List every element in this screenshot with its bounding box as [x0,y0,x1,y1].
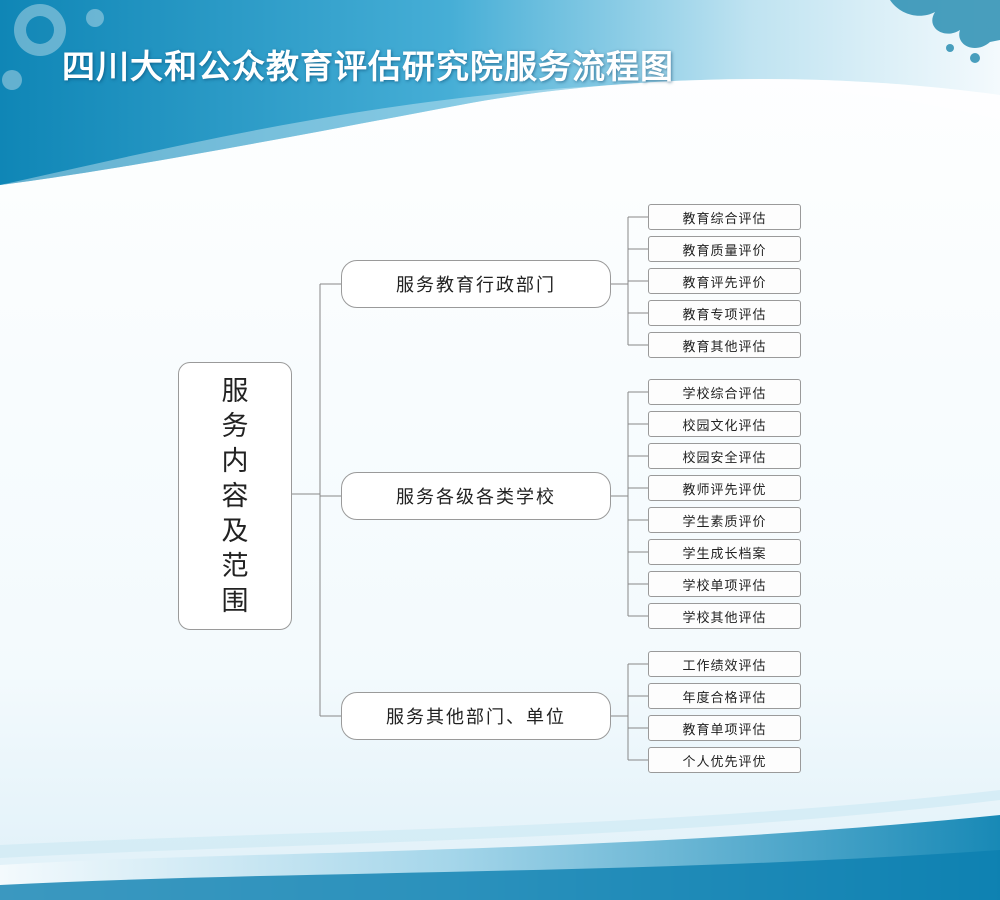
leaf-node: 教师评先评优 [648,475,801,501]
root-node: 服务内容及范围 [178,362,292,630]
leaf-node: 教育综合评估 [648,204,801,230]
leaf-node: 个人优先评优 [648,747,801,773]
leaf-node-label: 教育综合评估 [682,211,767,227]
leaf-node-label: 学生成长档案 [682,546,767,562]
leaf-node: 教育专项评估 [648,300,801,326]
leaf-node-label: 个人优先评优 [682,754,767,770]
leaf-node: 学校综合评估 [648,379,801,405]
leaf-node-label: 教育其他评估 [682,339,767,355]
leaf-node-label: 校园安全评估 [682,450,767,466]
leaf-node-label: 教育专项评估 [682,307,767,323]
leaf-node-label: 教师评先评优 [682,482,767,498]
root-node-label: 服务内容及范围 [221,375,249,617]
leaf-node-label: 学校单项评估 [682,578,767,594]
leaf-node: 年度合格评估 [648,683,801,709]
leaf-node-label: 年度合格评估 [682,690,767,706]
leaf-node: 教育评先评价 [648,268,801,294]
branch-node: 服务各级各类学校 [341,472,611,520]
leaf-node: 校园文化评估 [648,411,801,437]
branch-node: 服务其他部门、单位 [341,692,611,740]
leaf-node: 学校其他评估 [648,603,801,629]
leaf-node-label: 教育质量评价 [682,243,767,259]
leaf-node: 学生成长档案 [648,539,801,565]
leaf-node-label: 工作绩效评估 [682,658,767,674]
leaf-node: 学校单项评估 [648,571,801,597]
leaf-node-label: 教育单项评估 [682,722,767,738]
branch-node-label: 服务其他部门、单位 [386,707,566,728]
leaf-node: 工作绩效评估 [648,651,801,677]
leaf-node: 教育质量评价 [648,236,801,262]
leaf-node-label: 教育评先评价 [682,275,767,291]
branch-node-label: 服务各级各类学校 [396,487,556,508]
leaf-node-label: 学校其他评估 [682,610,767,626]
leaf-node: 学生素质评价 [648,507,801,533]
leaf-node-label: 学校综合评估 [682,386,767,402]
leaf-node: 校园安全评估 [648,443,801,469]
leaf-node-label: 学生素质评价 [682,514,767,530]
branch-node: 服务教育行政部门 [341,260,611,308]
leaf-node: 教育单项评估 [648,715,801,741]
page-title: 四川大和公众教育评估研究院服务流程图 [62,47,674,86]
leaf-node-label: 校园文化评估 [682,418,767,434]
leaf-node: 教育其他评估 [648,332,801,358]
branch-node-label: 服务教育行政部门 [396,275,556,296]
